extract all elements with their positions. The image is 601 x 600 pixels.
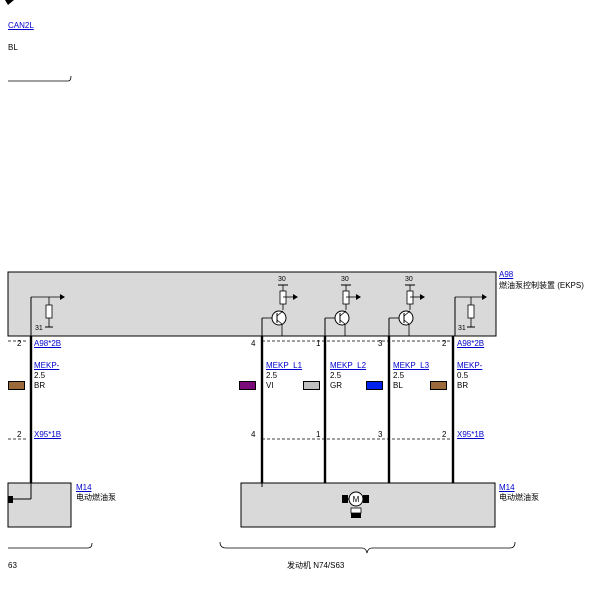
left-pump-name: 电动燃油泵 [76,493,116,502]
wire-size-l2: 2.5 [330,371,342,380]
right-ground-circuit [454,294,487,336]
left-pump-id[interactable]: M14 [76,483,92,492]
pin-bottom-l3: 3 [378,430,383,439]
wire-swatch-l3 [366,381,383,390]
pin-top-l2: 1 [316,339,321,348]
top-bracket [8,75,72,82]
pump-name: 电动燃油泵 [499,493,539,502]
wire-swatch-l2 [303,381,320,390]
footer-left: 63 [8,561,17,570]
control-unit-id[interactable]: A98 [499,270,514,279]
left-connector-lower[interactable]: X95*1B [34,430,62,439]
supply-label-2: 30 [341,276,349,283]
left-wire-swatch [8,381,25,390]
pin-bottom-l2: 1 [316,430,321,439]
can2l-link[interactable]: CAN2L [8,21,34,30]
wire-name-l1[interactable]: MEKP_L1 [266,361,303,370]
supply-label-1: 30 [278,276,286,283]
pump-id[interactable]: M14 [499,483,515,492]
motor-label: M [353,495,360,504]
wire-swatch-minus [430,381,447,390]
wire-name-l3[interactable]: MEKP_L3 [393,361,430,370]
transistor-driver-3 [388,284,425,336]
left-pin-bottom: 2 [17,430,22,439]
pump-box[interactable] [240,482,496,528]
wire-color-l1: VI [266,381,274,390]
pin-bottom-l1: 4 [251,430,256,439]
wire-color-minus: BR [457,381,469,390]
left-wire-size: 2.5 [34,371,46,380]
pin-top-l3: 3 [378,339,383,348]
ground-label-right: 31 [458,325,466,332]
control-unit-name: 燃油泵控制装置 (EKPS) [499,281,584,290]
wire-color-l3: BL [393,381,403,390]
motor-icon: M [342,491,369,518]
footer-center: 发动机 N74/S63 [287,561,345,570]
left-wire-color: BR [34,381,46,390]
ground-label-left: 31 [35,325,43,332]
left-pump-box[interactable] [7,482,72,528]
pin-top-l1: 4 [251,339,256,348]
wire-swatch-l1 [239,381,256,390]
left-ground-circuit [30,294,65,336]
supply-label-3: 30 [405,276,413,283]
pin-bottom-minus: 2 [442,430,447,439]
can2l-color: BL [8,43,18,52]
pin-top-minus: 2 [442,339,447,348]
transistor-driver-1 [261,284,298,336]
bottom-bracket-right [219,541,516,554]
left-wire-name[interactable]: MEKP- [34,361,60,370]
wire-size-minus: 0.5 [457,371,469,380]
transistor-driver-2 [324,284,361,336]
wire-name-minus[interactable]: MEKP- [457,361,483,370]
right-connector-upper[interactable]: A98*2B [457,339,485,348]
left-connector-upper[interactable]: A98*2B [34,339,62,348]
wire-name-l2[interactable]: MEKP_L2 [330,361,367,370]
bottom-bracket-left [8,542,93,549]
wire-size-l1: 2.5 [266,371,278,380]
wire-size-l3: 2.5 [393,371,405,380]
top-arrow [5,0,14,5]
right-connector-lower[interactable]: X95*1B [457,430,485,439]
left-pin-top: 2 [17,339,22,348]
wire-color-l2: GR [330,381,342,390]
control-unit-box[interactable] [7,271,497,337]
